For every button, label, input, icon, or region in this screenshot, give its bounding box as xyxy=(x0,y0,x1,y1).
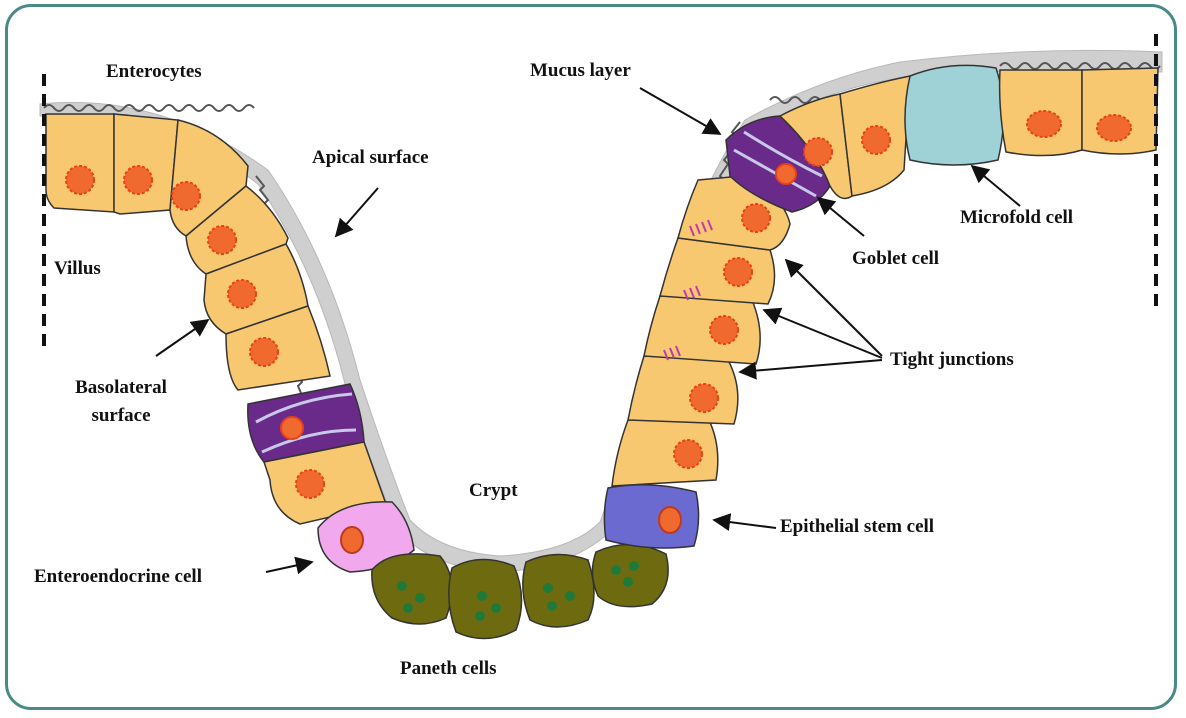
nucleus-icon xyxy=(674,440,702,468)
enterocyte-cell xyxy=(1082,68,1158,154)
microfold-cell xyxy=(905,65,1004,165)
basolateral-surface-label-line2: surface xyxy=(66,405,176,427)
enterocyte-cell xyxy=(628,356,738,424)
paneth-cell xyxy=(372,554,452,624)
nucleus-icon xyxy=(804,138,832,166)
nucleus-icon xyxy=(862,126,890,154)
enterocytes-label: Enterocytes xyxy=(106,61,202,83)
nucleus-icon xyxy=(1027,111,1061,137)
epithelial-stem-cell-label: Epithelial stem cell xyxy=(780,516,934,538)
microfold-cell-label: Microfold cell xyxy=(960,207,1073,229)
enterocyte-cell xyxy=(612,418,718,486)
paneth-cell xyxy=(449,559,522,638)
nucleus-icon xyxy=(66,166,94,194)
nucleus-icon xyxy=(742,204,770,232)
nucleus-icon xyxy=(724,258,752,286)
enterocyte-cell xyxy=(114,114,178,214)
apical-surface-label: Apical surface xyxy=(312,147,429,169)
mucus-layer-label: Mucus layer xyxy=(530,60,631,82)
enterocyte-cell xyxy=(46,114,114,212)
nucleus-icon xyxy=(250,338,278,366)
paneth-cell xyxy=(592,544,668,606)
basolateral-surface-label-line1: Basolateral xyxy=(66,377,176,399)
crypt-label: Crypt xyxy=(469,480,518,502)
nucleus-icon xyxy=(208,226,236,254)
enterocyte-cell xyxy=(644,296,760,364)
enterocyte-cell xyxy=(840,76,910,196)
nucleus-icon xyxy=(281,417,303,439)
nucleus-icon xyxy=(1097,115,1131,141)
tight-junctions-label: Tight junctions xyxy=(890,349,1014,371)
nucleus-icon xyxy=(659,507,681,533)
nucleus-icon xyxy=(341,527,363,553)
nucleus-icon xyxy=(228,280,256,308)
villus-label: Villus xyxy=(54,258,101,280)
nucleus-icon xyxy=(776,164,796,184)
paneth-cell xyxy=(523,554,594,627)
nucleus-icon xyxy=(124,166,152,194)
nucleus-icon xyxy=(710,316,738,344)
nucleus-icon xyxy=(172,182,200,210)
nucleus-icon xyxy=(690,384,718,412)
enteroendocrine-cell-label: Enteroendocrine cell xyxy=(34,566,202,588)
enterocyte-cell xyxy=(1000,70,1082,156)
paneth-cells-label: Paneth cells xyxy=(400,658,497,680)
nucleus-icon xyxy=(296,470,324,498)
goblet-cell-label: Goblet cell xyxy=(852,248,939,270)
epithelial-stem-cell xyxy=(604,485,698,548)
